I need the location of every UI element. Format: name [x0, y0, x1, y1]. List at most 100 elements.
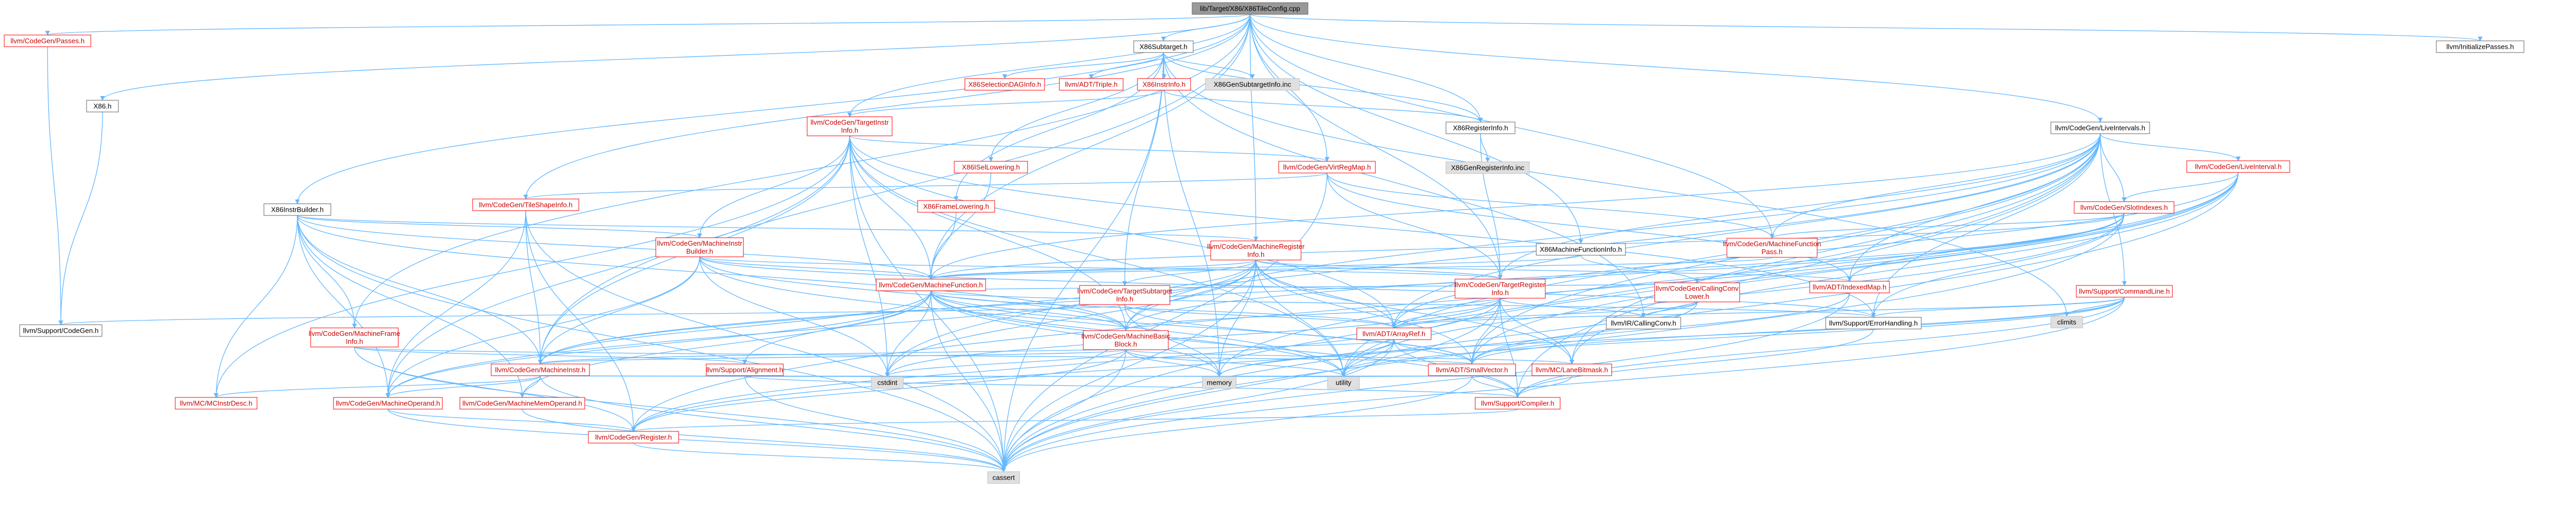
edge-instrinfo-to-reginfo	[1163, 90, 1483, 123]
edge-tileshape-to-moperand	[385, 210, 526, 398]
node-instrinfo[interactable]: X86InstrInfo.h	[1137, 78, 1191, 91]
node-label-indexedmap: llvm/ADT/IndexedMap.h	[1813, 283, 1887, 291]
edge-minstrbuilder-to-mbb	[699, 256, 1128, 331]
node-label-mmemoperand: llvm/CodeGen/MachineMemOperand.h	[463, 400, 582, 408]
edge-cmdline-to-compiler	[1515, 297, 2125, 398]
node-box-alignment	[706, 363, 784, 376]
node-climits[interactable]: climits	[2050, 316, 2083, 328]
node-arrayref[interactable]: llvm/ADT/ArrayRef.h	[1356, 327, 1432, 340]
node-register[interactable]: llvm/CodeGen/Register.h	[588, 431, 679, 444]
node-box-errhandling	[1825, 317, 1922, 330]
edge-instrbuilder-to-moperand	[297, 215, 391, 398]
node-minstr[interactable]: llvm/CodeGen/MachineInstr.h	[491, 363, 590, 376]
node-genreginc[interactable]: X86GenRegisterInfo.inc	[1445, 161, 1530, 174]
node-isellowering[interactable]: X86ISelLowering.h	[954, 161, 1028, 174]
edge-minstrbuilder-to-cstdint	[699, 256, 890, 377]
node-slotindexes[interactable]: llvm/CodeGen/SlotIndexes.h	[2074, 201, 2175, 214]
node-mfunction[interactable]: llvm/CodeGen/MachineFunction.h	[876, 279, 986, 291]
node-indexedmap[interactable]: llvm/ADT/IndexedMap.h	[1809, 281, 1890, 293]
node-smallvector[interactable]: llvm/ADT/SmallVector.h	[1428, 363, 1516, 376]
node-framelow[interactable]: X86FrameLowering.h	[917, 200, 995, 213]
edge-mfunction-to-cstdint	[885, 290, 931, 377]
edge-subtarget-to-tsubtarget	[1122, 52, 1164, 286]
node-label-cassert: cassert	[992, 474, 1015, 482]
node-label-compiler: llvm/Support/Compiler.h	[1481, 400, 1554, 408]
node-passes[interactable]: llvm/CodeGen/Passes.h	[4, 34, 91, 47]
edge-arrayref-to-memory	[1217, 339, 1394, 377]
edge-subtarget-to-framelow	[953, 52, 1164, 201]
node-moperand[interactable]: llvm/CodeGen/MachineOperand.h	[333, 397, 443, 410]
node-subtarget[interactable]: X86Subtarget.h	[1133, 40, 1194, 53]
node-cmdline[interactable]: llvm/Support/CommandLine.h	[2076, 285, 2173, 298]
edge-subtarget-to-seldag	[1002, 52, 1164, 79]
node-alignment[interactable]: llvm/Support/Alignment.h	[706, 363, 784, 376]
node-label-liveinterval: llvm/CodeGen/LiveInterval.h	[2195, 163, 2281, 171]
node-label-arrayref: llvm/ADT/ArrayRef.h	[1363, 330, 1425, 338]
node-supcodegen[interactable]: llvm/Support/CodeGen.h	[19, 324, 102, 337]
edge-slotindexes-to-errhandling	[1871, 213, 2125, 318]
node-mmemoperand[interactable]: llvm/CodeGen/MachineMemOperand.h	[459, 397, 585, 410]
node-reginfo[interactable]: X86RegisterInfo.h	[1445, 122, 1516, 134]
node-box-indexedmap	[1809, 281, 1890, 293]
node-label-seldag: X86SelectionDAGInfo.h	[968, 81, 1041, 89]
node-mfuncinfo[interactable]: X86MachineFunctionInfo.h	[1536, 243, 1626, 256]
node-cstdint[interactable]: cstdint	[871, 376, 904, 389]
edge-mfunction-to-errhandling	[930, 290, 1876, 318]
edge-instrbuilder-to-mreginfo	[297, 215, 1258, 241]
node-seldag[interactable]: X86SelectionDAGInfo.h	[964, 78, 1045, 91]
node-callingconv[interactable]: llvm/IR/CallingConv.h	[1606, 317, 1681, 330]
node-errhandling[interactable]: llvm/Support/ErrorHandling.h	[1825, 317, 1922, 330]
edge-register-to-cassert	[633, 443, 1006, 472]
node-mcinstrdesc[interactable]: llvm/MC/MCInstrDesc.h	[175, 397, 258, 410]
node-box-gensubinc	[1205, 78, 1300, 91]
node-lanebitmask[interactable]: llvm/MC/LaneBitmask.h	[1531, 363, 1612, 376]
edge-mfunction-to-memory	[930, 290, 1222, 377]
node-label-instrinfo: X86InstrInfo.h	[1143, 81, 1186, 89]
edge-ttargetreg-to-cstdint	[885, 298, 1501, 377]
node-box-cmdline	[2076, 285, 2173, 298]
edge-liveintervals-to-cstdint	[885, 133, 2101, 377]
node-utility[interactable]: utility	[1327, 376, 1360, 389]
edge-ttargetreg-to-arrayref	[1391, 298, 1501, 328]
edge-mreginfo-to-tsubtarget	[1122, 259, 1256, 286]
node-cassert[interactable]: cassert	[987, 471, 1020, 484]
node-box-compiler	[1475, 397, 1561, 410]
node-label-minstr: llvm/CodeGen/MachineInstr.h	[495, 366, 586, 374]
node-box-slotindexes	[2074, 201, 2175, 214]
node-x86h[interactable]: X86.h	[86, 100, 119, 112]
edge-minstrbuilder-to-moperand	[385, 256, 700, 398]
edge-reginfo-to-ttargetreg	[1480, 133, 1503, 280]
node-memory[interactable]: memory	[1202, 376, 1237, 389]
edge-cclower-to-arrayref	[1391, 301, 1698, 328]
node-liveintervals[interactable]: llvm/CodeGen/LiveIntervals.h	[2050, 122, 2150, 134]
node-initpasses[interactable]: llvm/InitializePasses.h	[2436, 40, 2524, 53]
node-instrbuilder[interactable]: X86InstrBuilder.h	[263, 203, 331, 216]
node-box-instrinfo	[1137, 78, 1191, 91]
node-box-mreginfo	[1210, 240, 1302, 261]
node-triple[interactable]: llvm/ADT/Triple.h	[1059, 78, 1124, 91]
node-gensubinc[interactable]: X86GenSubtargetInfo.inc	[1205, 78, 1300, 91]
edge-targetinstr-to-errhandling	[849, 135, 1876, 318]
edge-targetinstr-to-arrayref	[849, 135, 1397, 328]
node-compiler[interactable]: llvm/Support/Compiler.h	[1475, 397, 1561, 410]
node-tileshape[interactable]: llvm/CodeGen/TileShapeInfo.h	[472, 198, 579, 211]
node-liveinterval[interactable]: llvm/CodeGen/LiveInterval.h	[2186, 160, 2290, 173]
node-box-cassert	[987, 471, 1020, 484]
node-box-tsubtarget	[1079, 285, 1170, 305]
node-root[interactable]: lib/Target/X86/X86TileConfig.cpp	[1192, 2, 1308, 15]
edge-subtarget-to-climits	[1163, 52, 2069, 317]
node-box-mfunction	[876, 279, 986, 291]
node-label-reginfo: X86RegisterInfo.h	[1453, 124, 1508, 132]
node-virtreg[interactable]: llvm/CodeGen/VirtRegMap.h	[1278, 161, 1376, 174]
